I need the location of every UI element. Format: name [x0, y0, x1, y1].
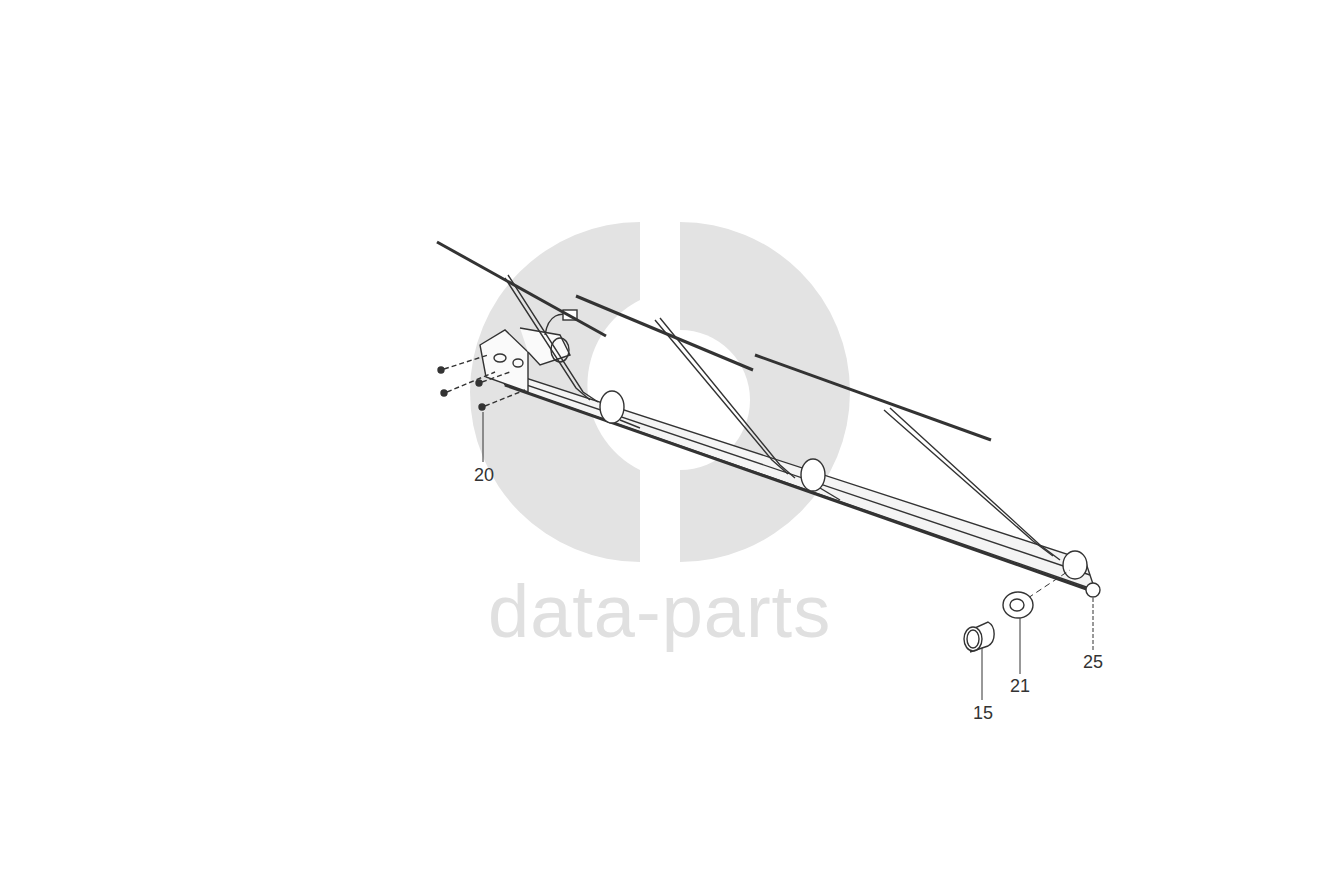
wiper-assembly [437, 242, 1100, 700]
screws [438, 355, 525, 410]
callout-number: 20 [474, 466, 494, 484]
watermark: data-parts [488, 575, 831, 649]
callout-number: 15 [973, 704, 993, 722]
watermark-logo [470, 222, 850, 562]
callout-number: 21 [1010, 677, 1030, 695]
callout-number: 25 [1083, 653, 1103, 671]
